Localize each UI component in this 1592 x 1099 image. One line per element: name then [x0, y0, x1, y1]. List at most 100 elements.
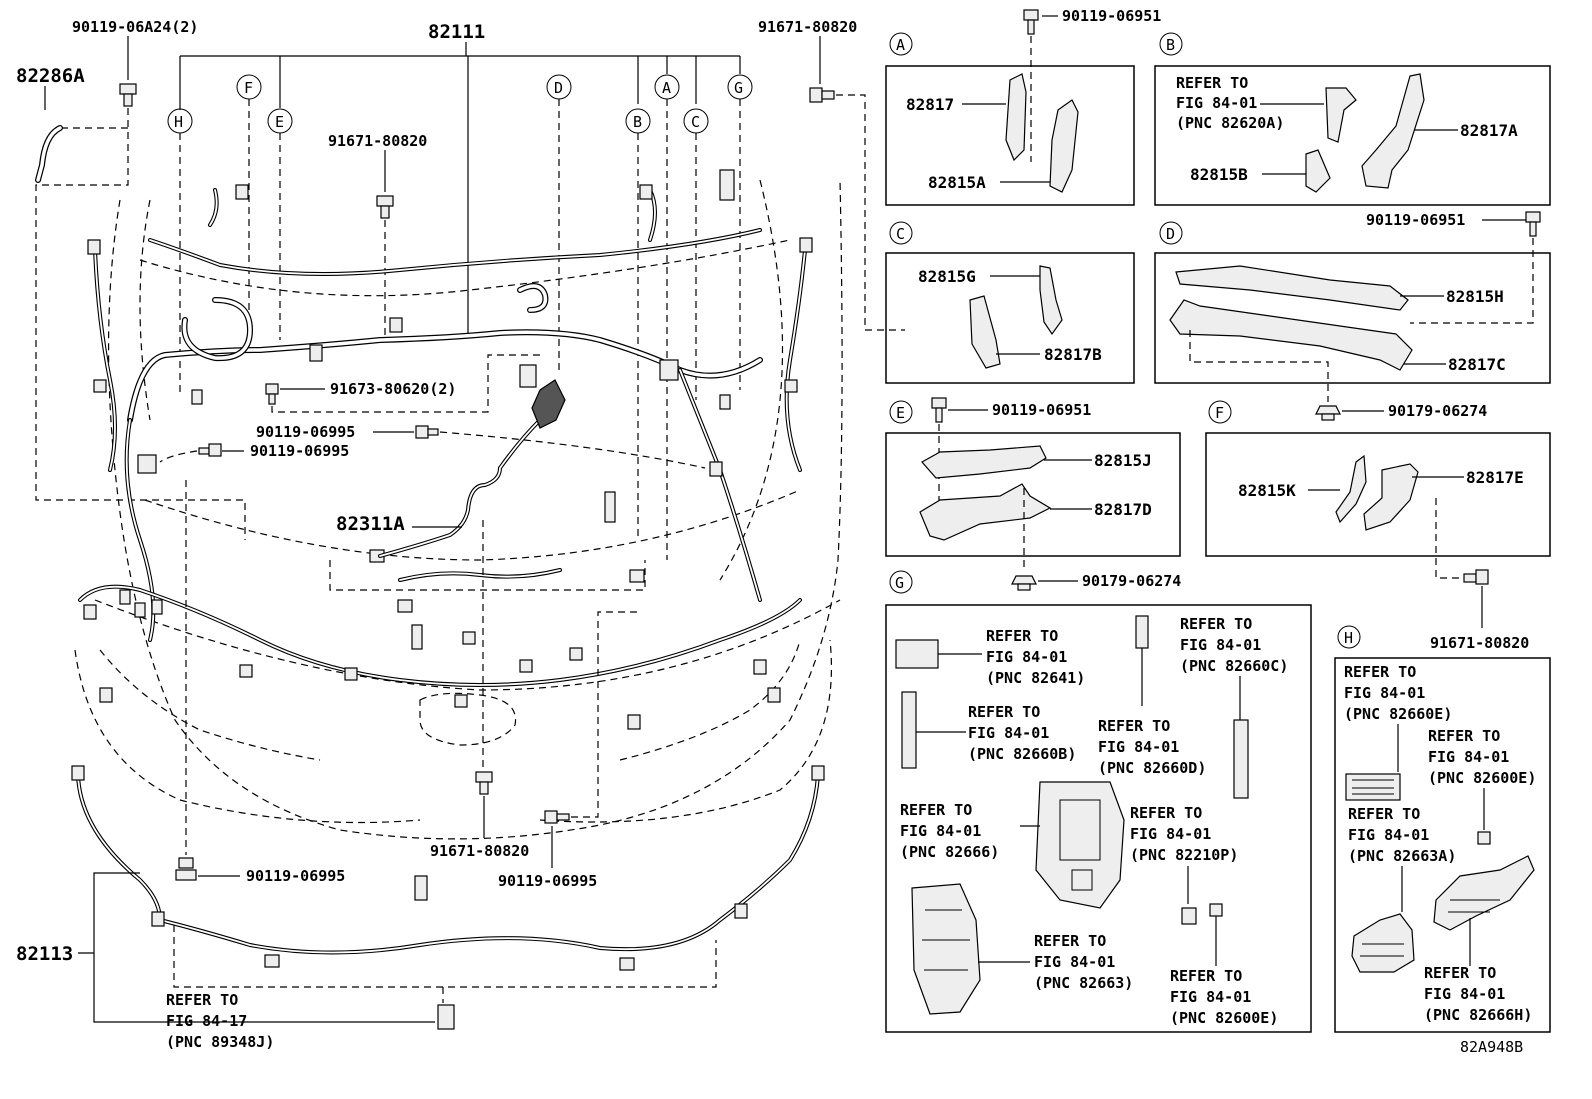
svg-text:82817A: 82817A	[1460, 121, 1518, 140]
svg-text:REFER TO: REFER TO	[1344, 663, 1416, 681]
svg-text:(PNC 82660E): (PNC 82660E)	[1344, 705, 1452, 723]
svg-text:FIG 84-01: FIG 84-01	[986, 648, 1067, 666]
svg-text:E: E	[275, 113, 284, 131]
svg-text:FIG 84-01: FIG 84-01	[1344, 684, 1425, 702]
label-82111: 82111	[428, 21, 485, 43]
part-82817	[1005, 73, 1027, 162]
svg-text:(PNC 82663): (PNC 82663)	[1034, 974, 1133, 992]
callout-c: C	[683, 108, 709, 134]
svg-text:REFER TO: REFER TO	[1428, 727, 1500, 745]
box-b: B REFER TO FIG 84-01 (PNC 82620A) 82817A…	[1154, 32, 1551, 206]
callout-dash-leaders	[179, 99, 741, 560]
part-82660d-ref	[1233, 719, 1249, 799]
part-82600e-ref	[1209, 903, 1223, 917]
callout-g: G	[727, 74, 753, 100]
callout-a: A	[654, 74, 680, 100]
part-82660c-ref	[1135, 615, 1149, 649]
harness-outline	[74, 179, 843, 840]
svg-text:(PNC 82620A): (PNC 82620A)	[1176, 114, 1284, 132]
svg-text:H: H	[174, 113, 183, 131]
bolt-icon	[265, 383, 279, 405]
bottom-ref-line1: REFER TO	[166, 991, 238, 1009]
svg-text:FIG 84-01: FIG 84-01	[1180, 636, 1261, 654]
svg-text:FIG 84-01: FIG 84-01	[1428, 748, 1509, 766]
svg-text:REFER TO: REFER TO	[1034, 932, 1106, 950]
svg-text:(PNC 82641): (PNC 82641)	[986, 669, 1085, 687]
figure-id: 82A948B	[1460, 1038, 1523, 1056]
callout-e: E	[267, 108, 293, 134]
part-82815g	[1039, 265, 1063, 336]
part-82815h	[1175, 265, 1409, 311]
svg-text:82815B: 82815B	[1190, 165, 1248, 184]
label-a-fastener: 90119-06951	[1062, 7, 1161, 25]
svg-text:D: D	[1166, 225, 1175, 243]
svg-text:REFER TO: REFER TO	[968, 703, 1040, 721]
bolt-icon	[119, 83, 137, 107]
svg-text:FIG 84-01: FIG 84-01	[1098, 738, 1179, 756]
callout-f: F	[236, 74, 262, 100]
bolt-icon	[931, 397, 947, 423]
bolt-icon	[544, 810, 570, 824]
bottom-ref-line3: (PNC 89348J)	[166, 1033, 274, 1051]
svg-text:REFER TO: REFER TO	[1176, 74, 1248, 92]
svg-text:FIG 84-01: FIG 84-01	[1034, 953, 1115, 971]
box-c: C 82815G 82817B	[885, 221, 1135, 384]
dash-leader-91671-top	[836, 94, 905, 331]
svg-text:82817E: 82817E	[1466, 468, 1524, 487]
bolt-icon	[198, 443, 222, 457]
bottom-ref-line2: FIG 84-17	[166, 1012, 247, 1030]
svg-text:(PNC 82663A): (PNC 82663A)	[1348, 847, 1456, 865]
svg-text:REFER TO: REFER TO	[1170, 967, 1242, 985]
svg-text:G: G	[895, 574, 904, 592]
label-91671-bottom: 91671-80820	[430, 842, 529, 860]
dash-leader-06a24	[35, 108, 246, 540]
fastener-e: 90179-06274	[1011, 572, 1181, 591]
box-e: E 90119-06951 82815J 82817D	[885, 397, 1181, 572]
svg-text:82817C: 82817C	[1448, 355, 1506, 374]
svg-text:F: F	[244, 79, 253, 97]
svg-text:REFER TO: REFER TO	[1424, 964, 1496, 982]
svg-text:FIG 84-01: FIG 84-01	[1170, 988, 1251, 1006]
svg-text:(PNC 82660D): (PNC 82660D)	[1098, 759, 1206, 777]
box-f: F 82815K 82817E	[1205, 400, 1551, 579]
label-82311a: 82311A	[336, 513, 405, 535]
svg-text:(PNC 82600E): (PNC 82600E)	[1428, 769, 1536, 787]
box-h: H REFER TO FIG 84-01 (PNC 82660E) REFER …	[1334, 625, 1551, 1033]
svg-text:82815J: 82815J	[1094, 451, 1152, 470]
box-d: D 82815H 82817C	[1154, 221, 1551, 402]
svg-text:REFER TO: REFER TO	[1180, 615, 1252, 633]
svg-text:E: E	[896, 404, 905, 422]
svg-text:C: C	[896, 225, 905, 243]
part-82663-ref	[911, 883, 981, 1015]
svg-text:(PNC 82660B): (PNC 82660B)	[968, 745, 1076, 763]
svg-text:91671-80820: 91671-80820	[1430, 634, 1529, 652]
svg-text:REFER TO: REFER TO	[1098, 717, 1170, 735]
svg-text:82817D: 82817D	[1094, 500, 1152, 519]
bolt-icon	[475, 771, 493, 795]
svg-text:(PNC 82666H): (PNC 82666H)	[1424, 1006, 1532, 1024]
bolt-icon	[175, 857, 197, 881]
part-82641-ref	[895, 639, 939, 669]
connectors	[83, 169, 813, 730]
label-90119-06995-d: 90119-06995	[246, 867, 345, 885]
cable-82311a	[378, 418, 542, 558]
svg-text:(PNC 82666): (PNC 82666)	[900, 843, 999, 861]
leader-82111	[179, 42, 741, 335]
label-91671-top: 91671-80820	[758, 18, 857, 36]
fastener-b: 90119-06951	[1366, 211, 1541, 324]
connectors-82113	[71, 765, 825, 1030]
part-82815a	[1049, 99, 1079, 193]
part-82815j	[921, 445, 1047, 479]
bolt-icon	[809, 87, 835, 103]
part-82663a-ref	[1351, 913, 1415, 973]
label-82286a: 82286A	[16, 65, 85, 87]
svg-text:FIG 84-01: FIG 84-01	[900, 822, 981, 840]
label-82113: 82113	[16, 943, 73, 965]
part-82815b	[1305, 149, 1331, 193]
fastener-f: 91671-80820	[1430, 569, 1529, 652]
callout-b: B	[625, 108, 651, 134]
svg-text:FIG 84-01: FIG 84-01	[1176, 94, 1257, 112]
part-82817a	[1361, 73, 1425, 189]
svg-text:90119-06951: 90119-06951	[992, 401, 1091, 419]
part-82620a-ref	[1325, 87, 1357, 143]
